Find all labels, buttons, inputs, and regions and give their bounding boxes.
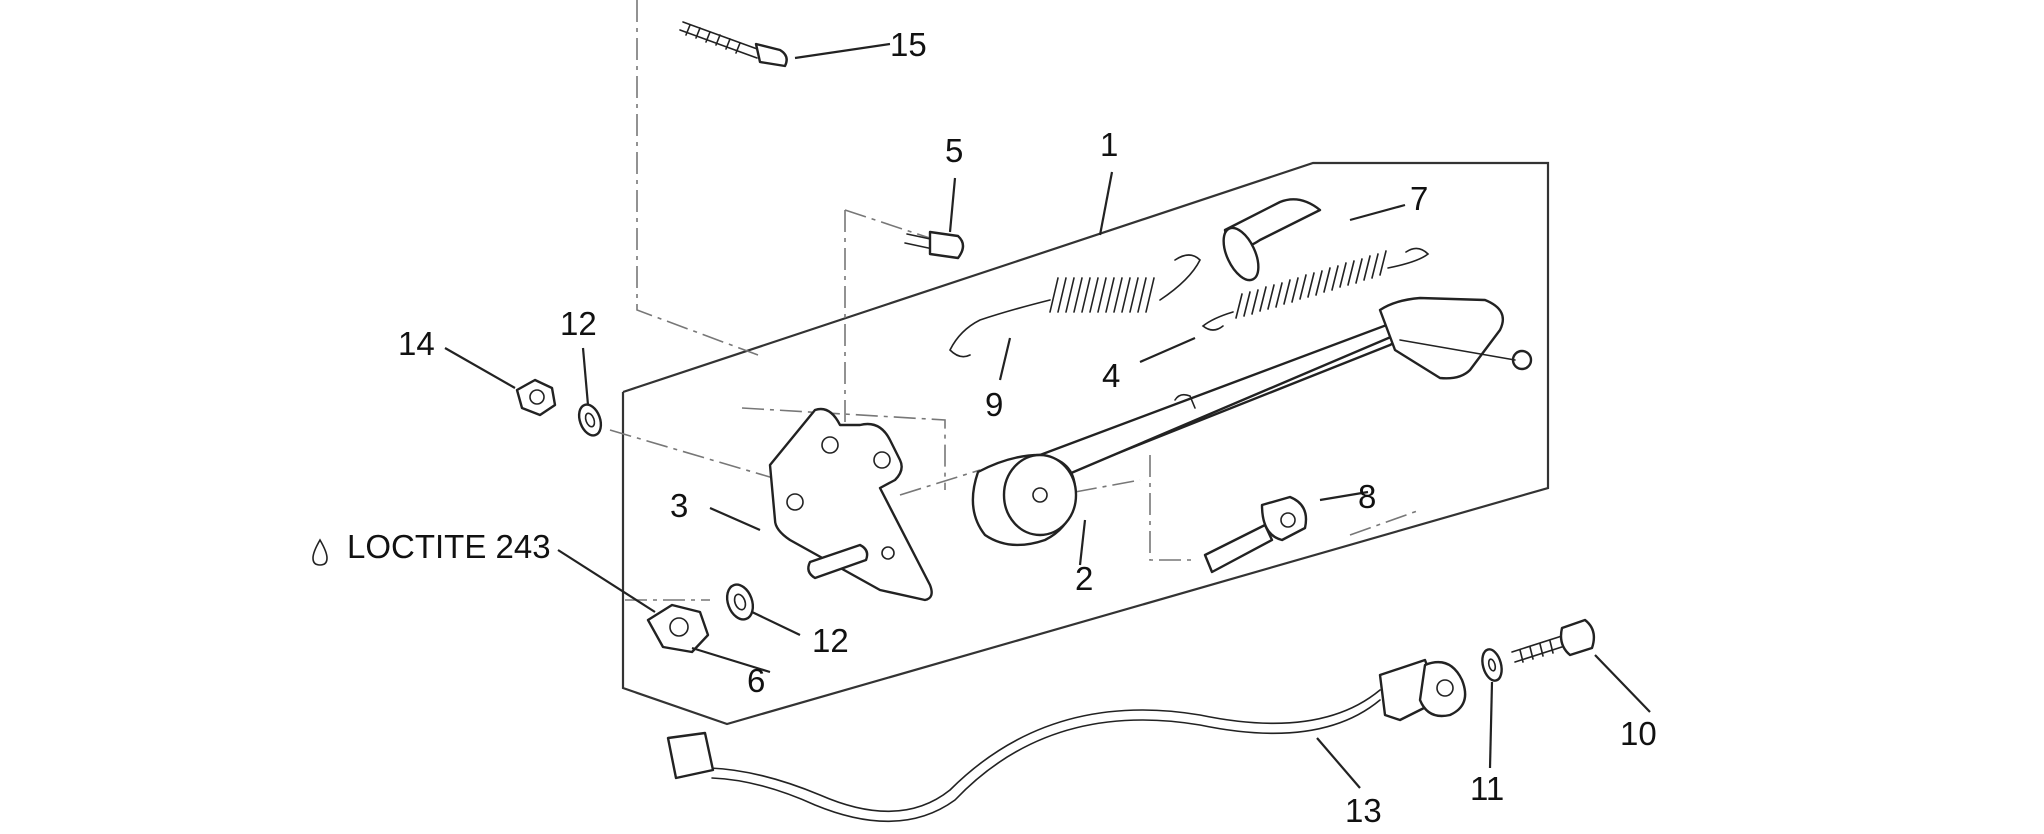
callout-1: 1 — [1100, 126, 1118, 163]
washer-12-upper-part — [577, 403, 603, 437]
loctite-note: LOCTITE 243 — [347, 528, 551, 565]
callout-7: 7 — [1410, 180, 1428, 217]
washer-11-part — [1481, 648, 1503, 682]
callout-15: 15 — [890, 26, 927, 63]
bracket-3-part — [768, 407, 933, 602]
sleeve-7-part — [1222, 198, 1322, 282]
nut-6-part — [646, 603, 710, 654]
washer-12-lower-part — [725, 583, 755, 621]
callout-5: 5 — [945, 132, 963, 169]
bolt-5-part — [904, 230, 965, 260]
assembly-outline — [621, 161, 1550, 726]
callout-10: 10 — [1620, 715, 1657, 752]
sensor-13-part — [666, 658, 1467, 823]
leader-lines — [444, 42, 1651, 789]
pivot-bolt-8-part — [1203, 495, 1308, 574]
spring-9-part — [949, 254, 1201, 358]
callout-12-upper: 12 — [560, 305, 597, 342]
drop-icon — [312, 538, 328, 566]
alignment-lines — [609, 0, 1421, 601]
callout-12-lower: 12 — [812, 622, 849, 659]
spring-4-part — [1201, 247, 1430, 331]
callout-2: 2 — [1075, 560, 1093, 597]
nut-14-part — [515, 378, 557, 417]
side-stand-1-part — [971, 296, 1533, 547]
callout-3: 3 — [670, 487, 688, 524]
callout-13: 13 — [1345, 792, 1382, 829]
callout-11: 11 — [1470, 770, 1504, 807]
callout-6: 6 — [747, 662, 765, 699]
callout-14: 14 — [398, 325, 435, 362]
callout-4: 4 — [1102, 357, 1120, 394]
callout-8: 8 — [1358, 478, 1376, 515]
bolt-10-part — [1511, 618, 1596, 663]
screw-15-part — [679, 21, 788, 68]
callout-9: 9 — [985, 386, 1003, 423]
